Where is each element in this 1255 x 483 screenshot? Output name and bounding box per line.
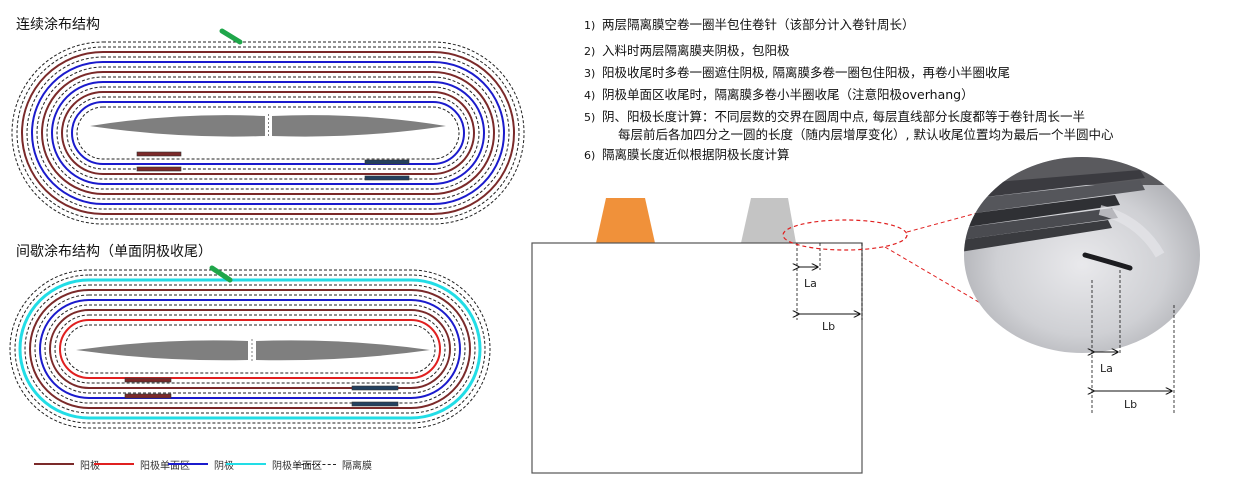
- legend-item: 阳极单面区: [94, 456, 190, 472]
- anode-tab: [136, 151, 182, 157]
- anode-tab: [124, 393, 172, 399]
- anode-single-side-layer: [59, 319, 441, 379]
- cathode-tab: [364, 159, 410, 165]
- note-item: 5)阴、阳极长度计算：不同层数的交界在圆周中点, 每层直线部分长度都等于卷针周长…: [584, 109, 1085, 124]
- anode-tab: [136, 166, 182, 172]
- separator-layer: [76, 106, 460, 160]
- winding-diagram-intermittent: [9, 265, 491, 429]
- anode-layer: [61, 91, 475, 175]
- note-item: 4)阴极单面区收尾时，隔离膜多卷小半圈收尾（注意阳极overhang）: [584, 87, 974, 102]
- legend-item: 阴极单面区: [226, 456, 322, 472]
- separator-layer: [11, 41, 525, 225]
- anode-layer: [29, 289, 471, 409]
- legend-item: 阳极: [34, 456, 100, 472]
- legend-item: 隔离膜: [296, 456, 372, 472]
- separator-layer: [9, 269, 491, 429]
- legend-swatch: [168, 463, 208, 465]
- cathode-layer: [39, 299, 461, 399]
- photo-la-label: La: [1100, 362, 1113, 375]
- separator-layer: [36, 66, 500, 200]
- note-item: 3)阳极收尾时多卷一圈遮住阴极, 隔离膜多卷一圈包住阳极，再卷小半圈收尾: [584, 65, 1010, 80]
- separator-layer: [16, 46, 520, 220]
- cell-tab-left: [596, 198, 655, 243]
- legend-swatch: [34, 463, 74, 465]
- separator-layer: [34, 294, 466, 404]
- anode-layer: [49, 309, 451, 389]
- legend-item: 阴极: [168, 456, 234, 472]
- cathode-layer: [71, 101, 465, 165]
- mandrel-left-half: [76, 340, 248, 361]
- mandrel-right-half: [272, 115, 446, 137]
- separator-layer: [24, 284, 476, 414]
- note-item: 1)两层隔离膜空卷一圈半包住卷针（该部分计入卷针周长）: [584, 17, 915, 32]
- note-item: 每层前后各加四分之一圆的长度（随内层增厚变化）, 默认收尾位置均为最后一个半圆中…: [618, 127, 1114, 142]
- diagram2-title: 间歇涂布结构（单面阴极收尾）: [16, 244, 212, 260]
- note-item: 2)入料时两层隔离膜夹阴极，包阳极: [584, 43, 790, 58]
- cell-lb-label: Lb: [822, 320, 836, 333]
- legend-swatch: [94, 463, 134, 465]
- anode-layer: [21, 51, 515, 215]
- cathode-tab: [351, 401, 399, 407]
- separator-layer: [44, 304, 456, 394]
- separator-layer: [14, 274, 486, 424]
- anode-tab: [124, 377, 172, 383]
- cathode-tab: [351, 385, 399, 391]
- separator-layer: [64, 324, 436, 374]
- cathode-single-side-layer: [18, 278, 482, 420]
- cell-tab-right: [741, 198, 796, 243]
- separator-layer: [54, 314, 446, 384]
- winding-start-marker: [209, 265, 233, 283]
- legend-swatch: [296, 463, 336, 465]
- separator-layer: [66, 96, 470, 170]
- photo-lb-label: Lb: [1124, 398, 1138, 411]
- cell-la-label: La: [804, 277, 817, 290]
- cathode-tab: [364, 175, 410, 181]
- separator-layer: [26, 56, 510, 210]
- mandrel-right-half: [256, 340, 430, 361]
- legend-swatch: [226, 463, 266, 465]
- anode-layer: [41, 71, 495, 195]
- cell-body: [531, 242, 863, 474]
- note-item: 6)隔离膜长度近似根据阴极长度计算: [584, 147, 790, 162]
- zoom-ellipse: [782, 219, 908, 251]
- winding-start-marker: [219, 28, 243, 45]
- mandrel-left-half: [90, 115, 265, 137]
- separator-layer: [46, 76, 490, 190]
- cathode-layer: [51, 81, 485, 185]
- cell-drawing: [531, 198, 863, 474]
- diagram1-title: 连续涂布结构: [16, 17, 100, 33]
- cathode-layer: [31, 61, 505, 205]
- separator-layer: [56, 86, 480, 180]
- winding-diagram-continuous: [11, 28, 525, 225]
